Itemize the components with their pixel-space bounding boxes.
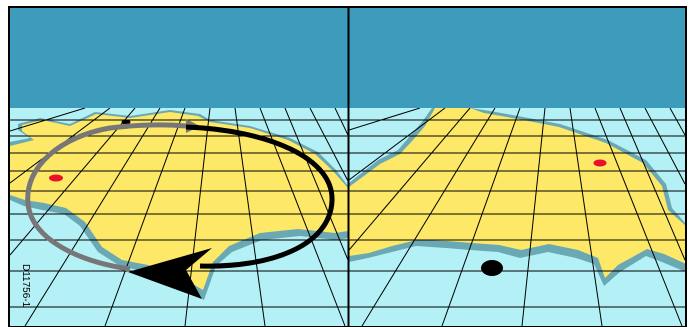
- marker-black-large: [481, 260, 503, 276]
- sky-band: [349, 8, 685, 108]
- panel-rotated-view: [349, 8, 686, 326]
- marker-red: [594, 160, 607, 167]
- panel-rotation-view: D11756-1: [10, 8, 348, 326]
- sky-band: [10, 8, 348, 108]
- marker-red: [49, 175, 63, 182]
- figure-reference-code: D11756-1: [20, 264, 31, 308]
